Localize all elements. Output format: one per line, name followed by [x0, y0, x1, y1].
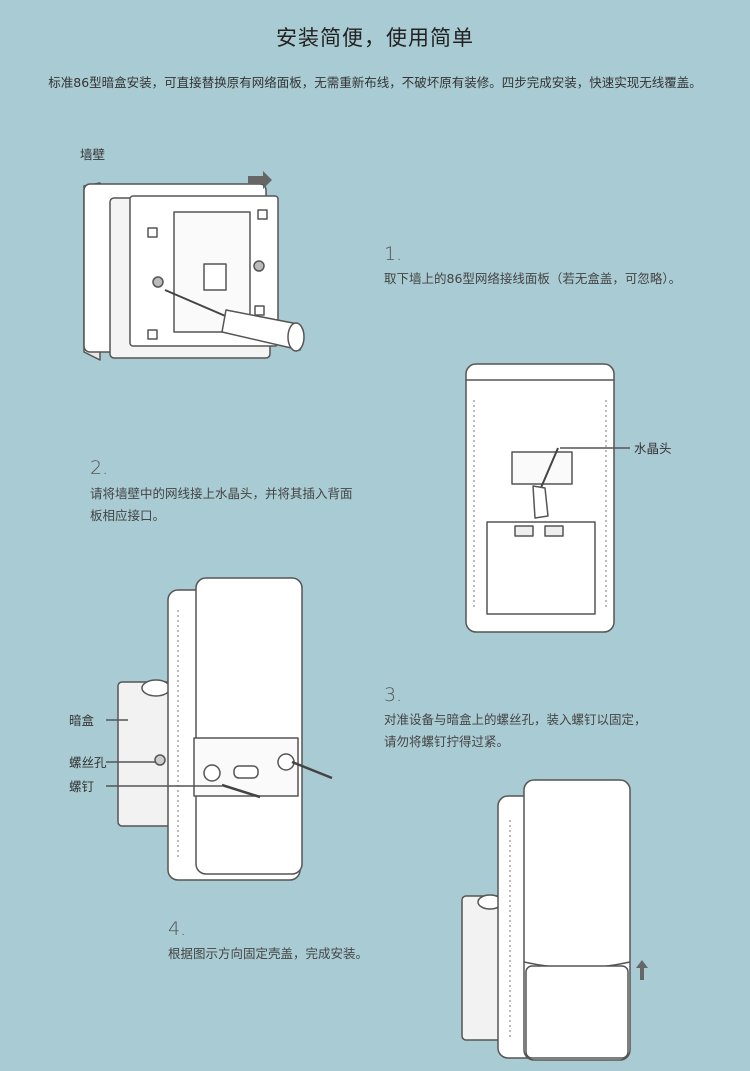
- device-back-illustration: [465, 363, 630, 633]
- step-3-text-line2: 请勿将螺钉拧得过紧。: [384, 734, 510, 749]
- label-wall: 墙壁: [80, 147, 106, 162]
- step-4-number: 4.: [168, 918, 187, 940]
- device-mounting-illustration: [106, 577, 333, 881]
- step-2-text-line1: 请将墙壁中的网线接上水晶头，并将其插入背面: [90, 486, 353, 501]
- label-screw: 螺钉: [69, 779, 95, 794]
- step-3-number: 3.: [384, 684, 403, 706]
- step-4-text: 根据图示方向固定壳盖，完成安装。: [168, 946, 369, 961]
- page-title: 安装简便，使用简单: [276, 26, 474, 50]
- label-box: 暗盒: [69, 713, 95, 728]
- step-1-text: 取下墙上的86型网络接线面板（若无盒盖，可忽略）。: [384, 271, 682, 286]
- label-screw-hole: 螺丝孔: [69, 755, 107, 770]
- page-subtitle: 标准86型暗盒安装，可直接替换原有网络面板，无需重新布线，不破坏原有装修。四步完…: [48, 75, 702, 90]
- step-2-number: 2.: [90, 457, 109, 479]
- step-2-text-line2: 板相应接口。: [90, 508, 166, 523]
- wall-panel-illustration: [83, 171, 305, 361]
- step-1-number: 1.: [384, 243, 403, 265]
- label-rj45: 水晶头: [634, 441, 672, 456]
- device-cover-illustration: [461, 779, 648, 1061]
- step-3-text-line1: 对准设备与暗盒上的螺丝孔，装入螺钉以固定，: [384, 712, 647, 727]
